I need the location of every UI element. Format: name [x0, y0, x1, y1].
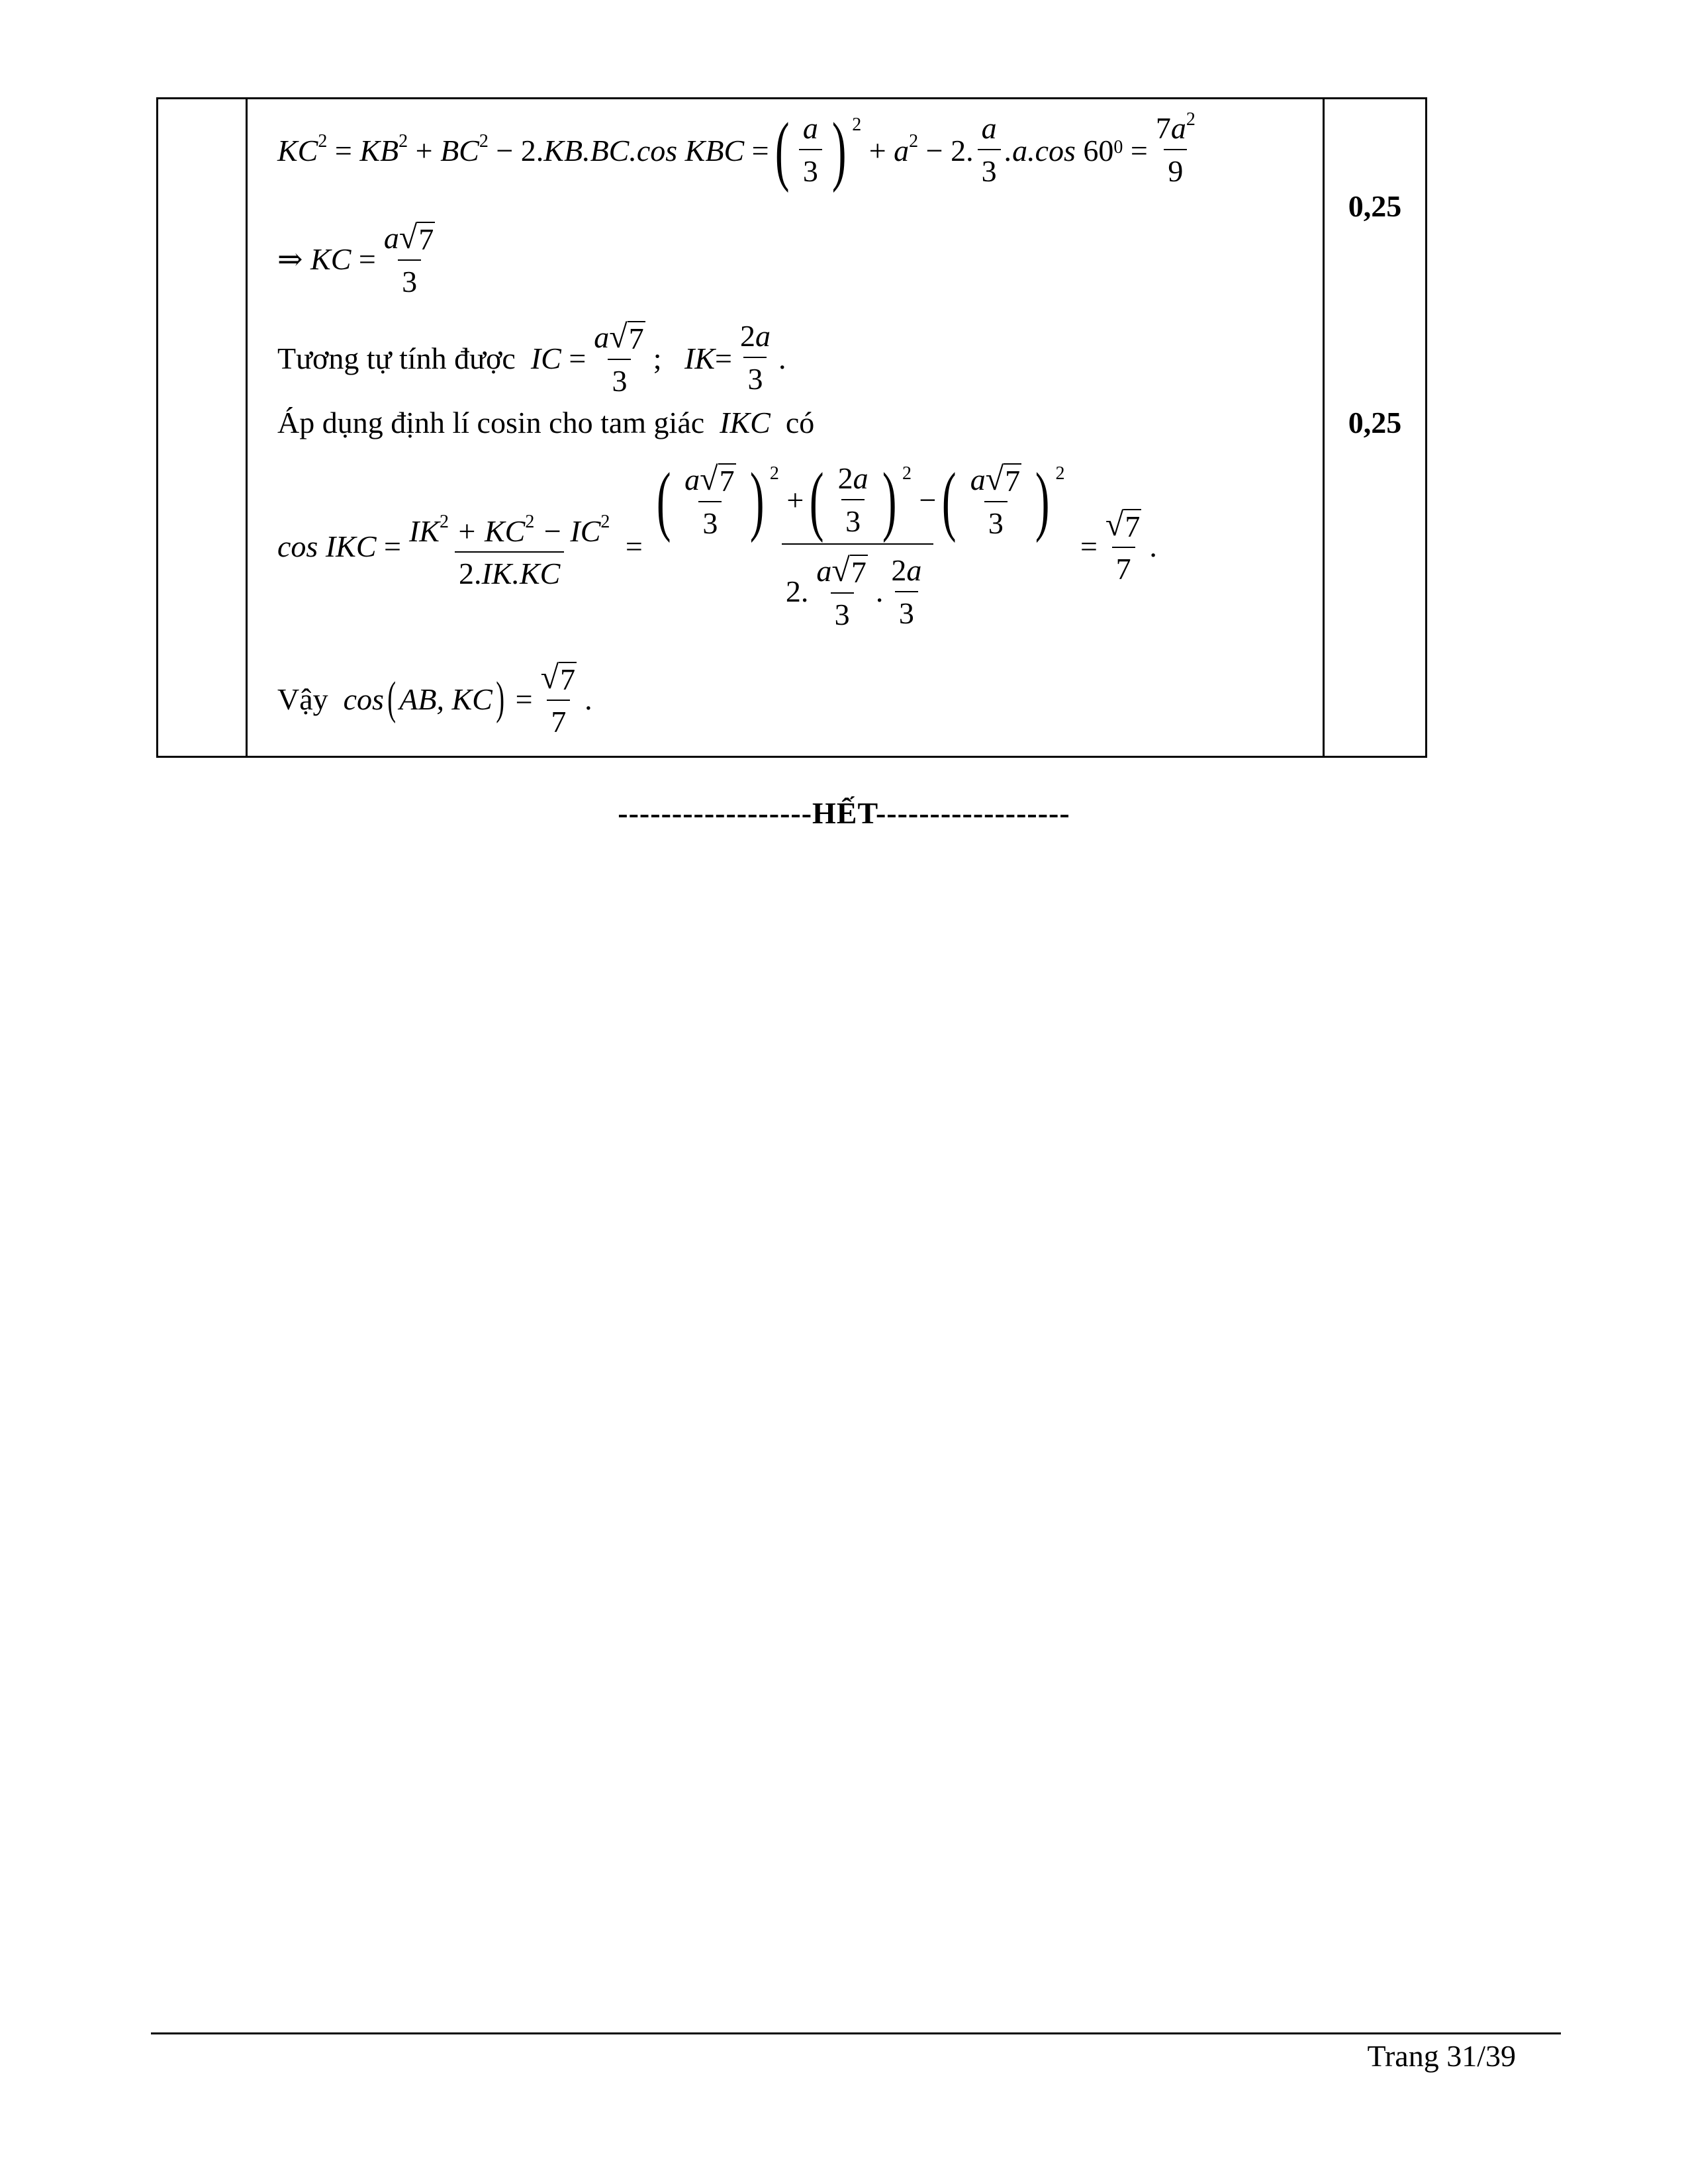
- conclude-text: Vậy: [277, 682, 328, 716]
- apply-end-text: có: [785, 406, 815, 439]
- similar-text: Tương tự tính được: [277, 341, 516, 375]
- column-divider: [246, 99, 248, 756]
- end-marker: ------------------HẾT------------------: [618, 796, 1070, 830]
- apply-cosine-text: Áp dụng định lí cosin cho tam giác IKC c…: [277, 406, 815, 439]
- score-1: 0,25: [1348, 189, 1402, 223]
- column-divider: [1323, 99, 1325, 756]
- page-number: Trang 31/39: [1367, 2039, 1517, 2073]
- apply-text: Áp dụng định lí cosin cho tam giác: [277, 406, 705, 439]
- footer-rule: [151, 2032, 1561, 2034]
- score-2: 0,25: [1348, 406, 1402, 439]
